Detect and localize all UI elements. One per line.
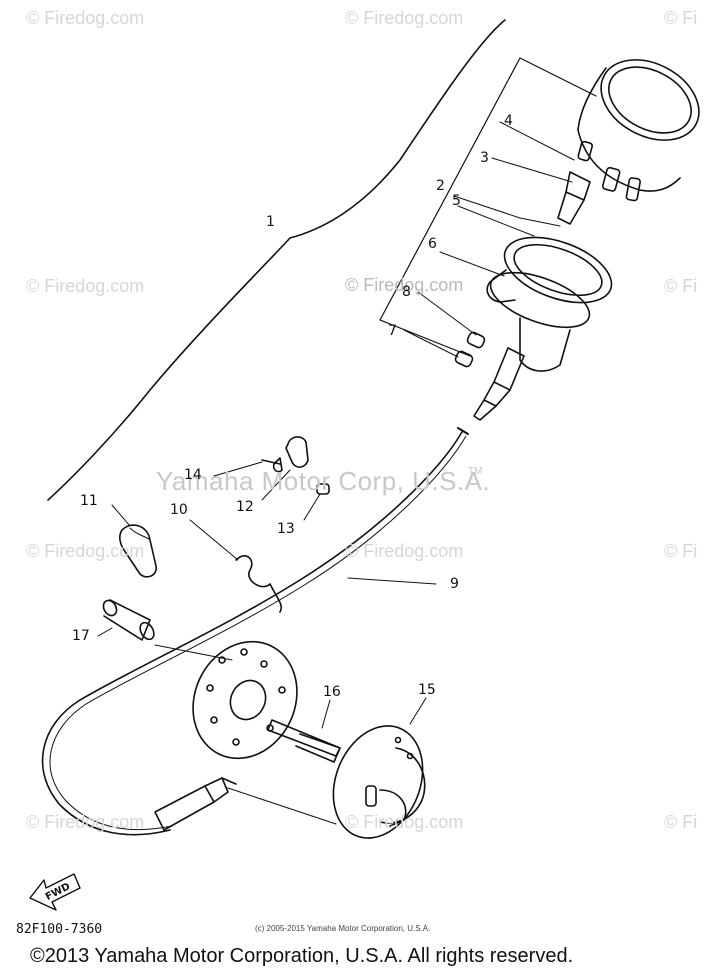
watermark-yamaha: Yamaha Motor Corp, U.S.A.	[156, 466, 491, 496]
watermark-firedog: © Firedog.com	[345, 8, 464, 28]
watermark-firedog: © Firedog.com	[345, 812, 464, 832]
diagram-code: 82F100-7360	[16, 922, 103, 937]
speedometer-meter	[577, 59, 700, 202]
callout-14: 14	[184, 467, 202, 483]
footer-copyright: ©2013 Yamaha Motor Corporation, U.S.A. A…	[30, 945, 574, 967]
callout-16: 16	[323, 684, 341, 700]
screw-17	[102, 599, 155, 641]
cable-clamp-10	[235, 555, 283, 613]
callout-17: 17	[72, 628, 90, 644]
watermark-firedog: © Firedog.com	[345, 541, 464, 561]
nut-13	[316, 483, 330, 495]
watermark-tm: TM	[468, 466, 483, 477]
gear-unit-15	[332, 725, 426, 839]
callout-9: 9	[450, 576, 459, 592]
cable-fitting-top	[473, 347, 525, 421]
speedometer-cable	[41, 431, 463, 836]
meter-case-cover	[486, 236, 613, 372]
callout-3: 3	[480, 150, 489, 166]
bracket-group-2	[379, 57, 597, 357]
callout-11: 11	[80, 493, 98, 509]
callout-2: 2	[436, 178, 445, 194]
watermark-firedog: © Firedog.com	[26, 541, 145, 561]
meter-bulb	[557, 171, 591, 225]
gear-shaft-16	[267, 719, 341, 763]
callout-8: 8	[402, 284, 411, 300]
watermark-firedog-clipped: © Fi	[664, 812, 698, 832]
callout-13: 13	[277, 521, 295, 537]
watermark-firedog-center: © Firedog.com	[345, 275, 464, 295]
clip-12	[285, 436, 309, 468]
leader-lines	[97, 121, 575, 825]
callout-4: 4	[504, 113, 513, 129]
callout-12: 12	[236, 499, 254, 515]
callout-15: 15	[418, 682, 436, 698]
small-copyright: (c) 2005-2015 Yamaha Motor Corporation, …	[255, 924, 431, 933]
watermark-firedog-clipped: © Fi	[664, 276, 698, 296]
grommet-8	[466, 331, 486, 349]
callout-5: 5	[452, 193, 461, 209]
callout-7: 7	[388, 323, 397, 339]
watermark-firedog: © Firedog.com	[26, 8, 145, 28]
assembly-brace-1	[47, 19, 506, 501]
holder-11	[119, 524, 157, 578]
watermark-firedog-clipped: © Fi	[664, 8, 698, 28]
watermark-firedog: © Firedog.com	[26, 812, 145, 832]
hub-plate	[192, 640, 298, 760]
fwd-arrow	[29, 873, 81, 911]
grommet-7	[454, 350, 474, 368]
cable-fitting-bottom	[154, 777, 237, 831]
watermark-firedog: © Firedog.com	[26, 276, 145, 296]
callout-1: 1	[266, 214, 275, 230]
watermark-firedog-clipped: © Fi	[664, 541, 698, 561]
callout-6: 6	[428, 236, 437, 252]
callout-10: 10	[170, 502, 188, 518]
